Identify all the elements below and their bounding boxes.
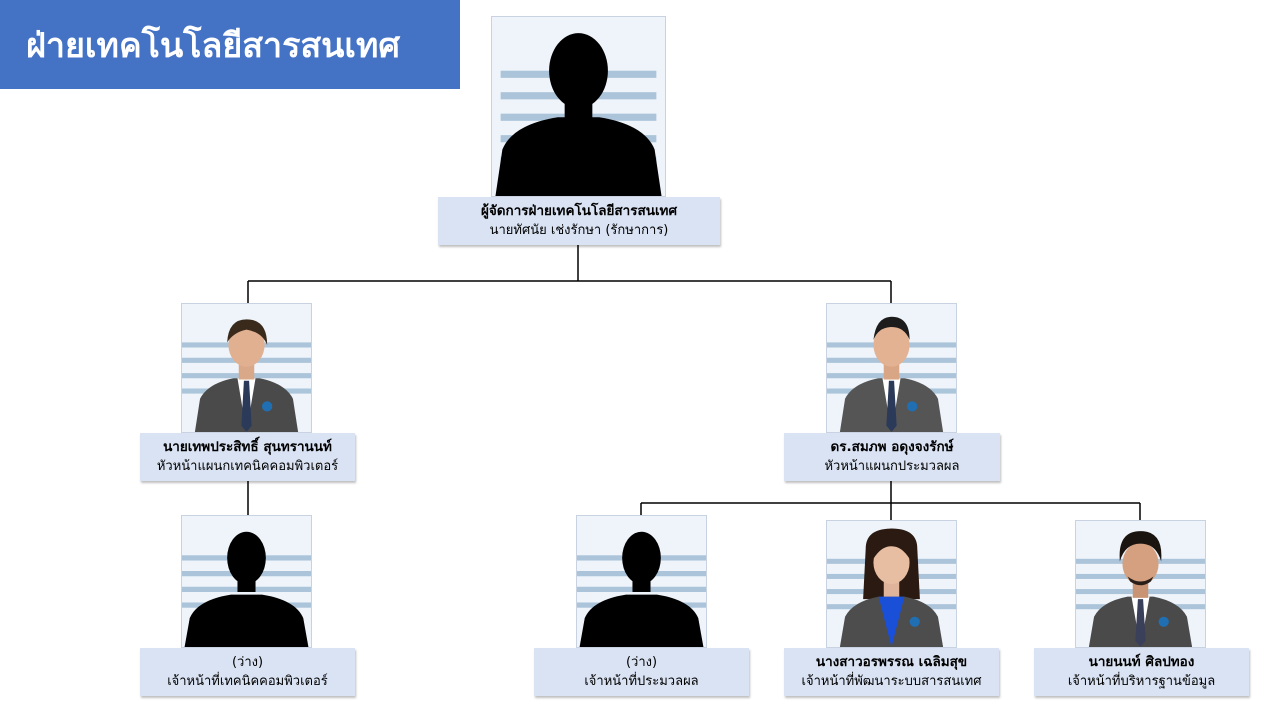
head-computer-name: นายเทพประสิทธิ์ สุนทรานนท์	[163, 439, 332, 455]
staff-info-dev-position: เจ้าหน้าที่พัฒนาระบบสารสนเทศ	[801, 674, 982, 689]
staff-processing-label: (ว่าง) เจ้าหน้าที่ประมวลผล	[534, 648, 749, 696]
manager-label: ผู้จัดการฝ่ายเทคโนโลยีสารสนเทศ นายทัศนัย…	[438, 197, 720, 245]
manager-position: นายทัศนัย เช่งรักษา (รักษาการ)	[489, 223, 669, 238]
staff-processing-position: เจ้าหน้าที่ประมวลผล	[584, 674, 699, 689]
silhouette-icon	[495, 33, 662, 196]
staff-info-dev-photo	[826, 520, 957, 648]
person-photo-icon	[827, 521, 956, 647]
silhouette-icon	[579, 531, 704, 647]
person-photo-icon	[827, 304, 956, 432]
person-photo-icon	[182, 304, 311, 432]
staff-info-dev-label: นางสาวอรพรรณ เฉลิมสุข เจ้าหน้าที่พัฒนาระ…	[784, 648, 999, 696]
staff-data-mgmt-label: นายนนท์ ศิลปทอง เจ้าหน้าที่บริหารฐานข้อม…	[1034, 648, 1249, 696]
head-processing-photo	[826, 303, 957, 433]
head-computer-position: หัวหน้าแผนกเทคนิคคอมพิวเตอร์	[156, 459, 339, 474]
staff-computer-tech-label: (ว่าง) เจ้าหน้าที่เทคนิคคอมพิวเตอร์	[140, 648, 355, 696]
staff-processing-photo	[576, 515, 707, 648]
staff-computer-tech-name: (ว่าง)	[231, 655, 264, 670]
staff-info-dev-name: นางสาวอรพรรณ เฉลิมสุข	[815, 654, 968, 670]
staff-data-mgmt-photo	[1075, 520, 1206, 648]
manager-name: ผู้จัดการฝ่ายเทคโนโลยีสารสนเทศ	[480, 203, 678, 219]
page-title: ฝ่ายเทคโนโลยีสารสนเทศ	[0, 0, 460, 89]
staff-computer-tech-position: เจ้าหน้าที่เทคนิคคอมพิวเตอร์	[167, 674, 328, 689]
staff-data-mgmt-position: เจ้าหน้าที่บริหารฐานข้อมูล	[1067, 674, 1216, 689]
manager-photo	[491, 16, 666, 197]
head-computer-label: นายเทพประสิทธิ์ สุนทรานนท์ หัวหน้าแผนกเท…	[140, 433, 355, 481]
head-computer-photo	[181, 303, 312, 433]
staff-data-mgmt-name: นายนนท์ ศิลปทอง	[1088, 654, 1195, 670]
staff-computer-tech-photo	[181, 515, 312, 648]
silhouette-icon	[184, 531, 309, 647]
person-photo-icon	[1076, 521, 1205, 647]
head-processing-label: ดร.สมภพ อดุงจงรักษ์ หัวหน้าแผนกประมวลผล	[784, 433, 1000, 481]
staff-processing-name: (ว่าง)	[625, 655, 658, 670]
head-processing-position: หัวหน้าแผนกประมวลผล	[824, 459, 960, 474]
head-processing-name: ดร.สมภพ อดุงจงรักษ์	[830, 439, 954, 455]
